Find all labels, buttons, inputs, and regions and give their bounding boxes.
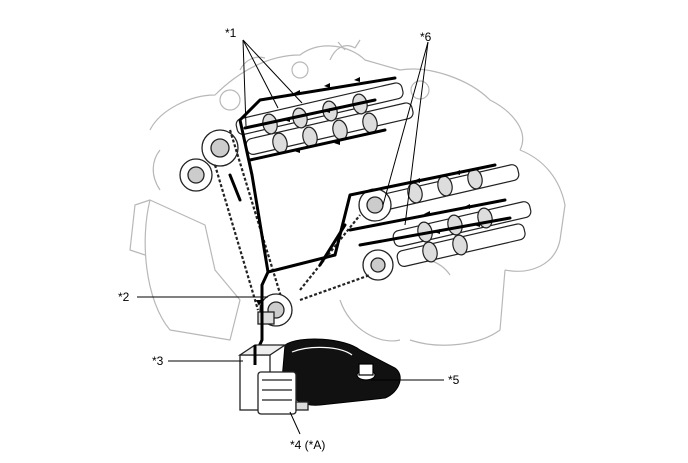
leader-4 <box>289 411 301 435</box>
callout-6: *6 <box>420 30 432 44</box>
callout-2: *2 <box>118 290 130 304</box>
leader-lines <box>137 39 444 435</box>
callout-1: *1 <box>225 26 237 40</box>
callout-4: *4 (*A) <box>290 438 326 452</box>
leader-6a <box>382 41 429 206</box>
camshaft-bank-rear <box>380 164 532 267</box>
leader-6b <box>404 41 429 226</box>
leader-1a <box>242 39 303 104</box>
leader-1b <box>242 39 247 127</box>
oil-flow-arrows <box>256 77 480 306</box>
timing-chains <box>213 129 371 311</box>
callout-5: *5 <box>448 373 460 387</box>
leader-1c <box>242 39 279 109</box>
oil-pan <box>281 338 401 406</box>
oil-filter-assembly <box>237 344 309 415</box>
cam-sprockets <box>179 129 394 281</box>
callout-3: *3 <box>152 354 164 368</box>
